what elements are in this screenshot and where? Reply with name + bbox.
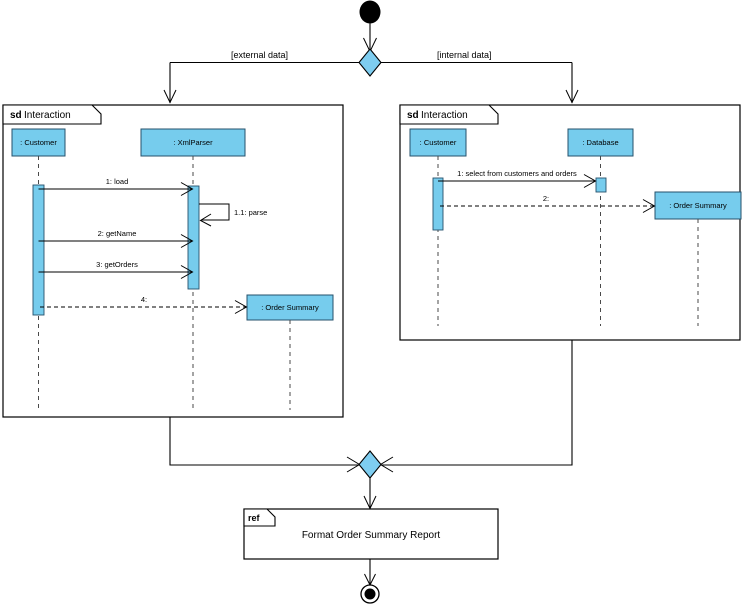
guard-label-external: [external data] — [231, 50, 288, 60]
merge-node[interactable] — [358, 450, 382, 479]
ref-frame-title: Format Order Summary Report — [302, 530, 441, 541]
ref-frame-keyword: ref — [248, 513, 261, 523]
message-left-1-1-parse: 1.1: parse — [199, 203, 267, 227]
lifeline-right-database[interactable]: : Database — [567, 128, 634, 326]
message-left-1-load: 1: load — [38, 177, 194, 196]
message-label-right-1-select: 1: select from customers and orders — [457, 169, 577, 178]
lifeline-label-left-xmlparser: : XmlParser — [173, 138, 213, 147]
message-right-2-create: 2: — [440, 194, 656, 213]
lifeline-label-left-customer: : Customer — [20, 138, 57, 147]
arrowhead-to-left-frame — [163, 89, 177, 104]
arrowhead-to-right-frame — [565, 89, 579, 104]
message-right-1-select: 1: select from customers and orders — [438, 169, 597, 188]
lifeline-left-xmlparser[interactable]: : XmlParser — [140, 128, 246, 410]
frame-keyword-right: sd — [407, 110, 419, 121]
message-label-left-3-getorders: 3: getOrders — [96, 260, 138, 269]
lifeline-right-order-summary[interactable]: : Order Summary — [654, 191, 742, 326]
message-label-left-4: 4: — [141, 295, 147, 304]
interaction-frame-left[interactable]: sd Interaction : Customer : XmlParser : … — [2, 104, 344, 418]
message-label-left-2-getname: 2: getName — [98, 229, 137, 238]
decision-node[interactable] — [358, 48, 382, 77]
frame-title-left: Interaction — [24, 110, 71, 121]
lifeline-label-right-customer: : Customer — [420, 138, 457, 147]
lifeline-left-order-summary[interactable]: : Order Summary — [246, 294, 334, 410]
message-label-left-1-1-parse: 1.1: parse — [234, 208, 267, 217]
message-left-4-create: 4: — [40, 295, 248, 314]
ref-frame[interactable]: ref Format Order Summary Report — [243, 508, 499, 560]
lifeline-left-customer[interactable]: : Customer — [11, 128, 66, 410]
lifeline-label-right-database: : Database — [582, 138, 618, 147]
message-label-right-2: 2: — [543, 194, 549, 203]
guard-label-internal: [internal data] — [437, 50, 492, 60]
lifeline-label-left-order-summary: : Order Summary — [261, 303, 319, 312]
final-node[interactable] — [360, 584, 380, 604]
message-left-2-getname: 2: getName — [38, 229, 194, 248]
frame-title-right: Interaction — [421, 110, 468, 121]
lifeline-right-customer[interactable]: : Customer — [409, 128, 467, 326]
message-left-3-getorders: 3: getOrders — [38, 260, 194, 279]
frame-keyword-left: sd — [10, 110, 22, 121]
message-label-left-1-load: 1: load — [106, 177, 129, 186]
interaction-frame-right[interactable]: sd Interaction : Customer : Database : O… — [399, 104, 742, 341]
initial-node[interactable] — [359, 0, 381, 24]
flow-left-frame-to-merge — [169, 417, 359, 466]
lifeline-label-right-order-summary: : Order Summary — [669, 201, 727, 210]
flow-right-frame-to-merge — [381, 340, 573, 466]
